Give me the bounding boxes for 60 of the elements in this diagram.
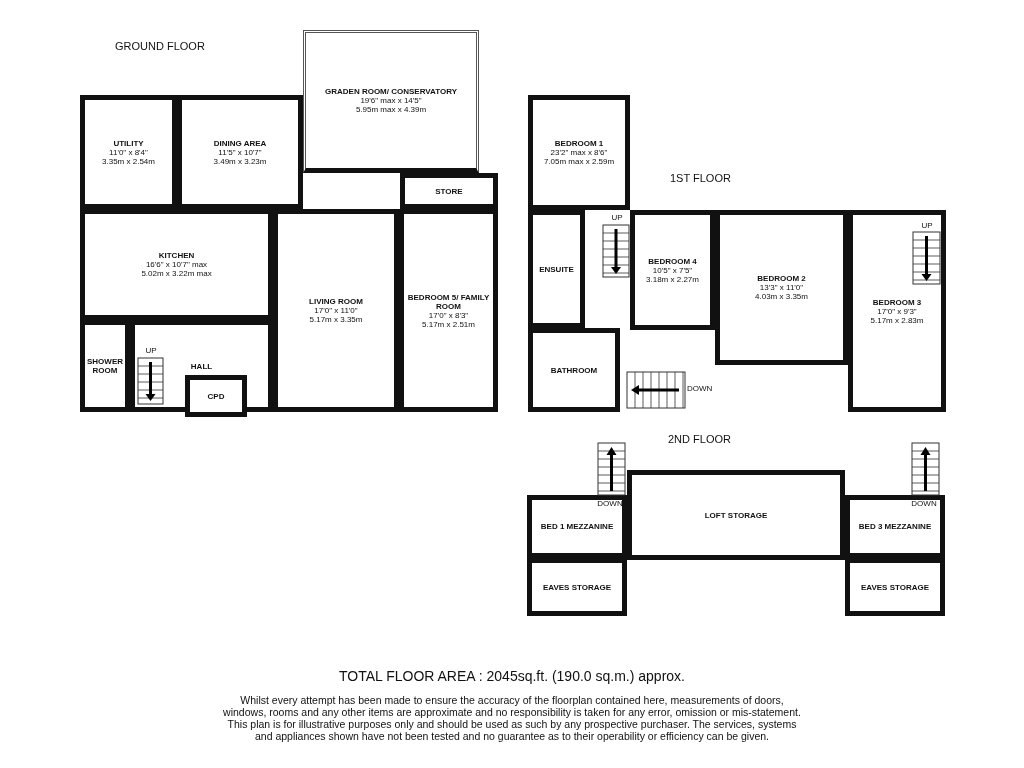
imperial-dimensions: 11'5" x 10'7" — [218, 147, 262, 157]
imperial-dimensions: 17'0" x 9'3" — [877, 306, 917, 316]
imperial-dimensions: 17'0" x 8'3" — [428, 310, 469, 320]
stair-direction: DOWN — [596, 499, 624, 509]
metric-dimensions: 3.49m x 3.23m — [213, 156, 267, 166]
imperial-dimensions: 16'6" x 10'7" max — [145, 260, 208, 269]
imperial-dimensions: 10'5" x 7'5" — [652, 265, 693, 275]
stair-direction: DOWN — [687, 384, 714, 394]
room-name: BEDROOM 1 — [554, 139, 604, 148]
room-name: LIVING ROOM — [309, 297, 363, 306]
metric-dimensions: 5.17m x 3.35m — [309, 315, 363, 324]
floor-heading: GROUND FLOOR — [115, 40, 206, 53]
room-outline — [185, 375, 247, 417]
room-name: BEDROOM 4 — [648, 256, 697, 266]
room-name: KITCHEN — [158, 251, 195, 260]
room-outline — [630, 210, 715, 330]
room-outline — [845, 558, 945, 616]
room-outline — [528, 95, 630, 210]
room-outline — [848, 210, 946, 412]
room-name: DINING AREA — [213, 138, 267, 148]
room-name: LOFT STORAGE — [704, 510, 768, 520]
imperial-dimensions: 17'0" x 11'0" — [314, 306, 358, 315]
room-name: STORE — [435, 186, 463, 196]
room-name: EAVES STORAGE — [860, 582, 930, 592]
room-name: ENSUITE — [539, 264, 574, 274]
room-name: HALL — [190, 361, 213, 371]
imperial-dimensions: 19'6" max x 14'5" — [360, 96, 422, 105]
room-name: CPD — [207, 391, 225, 401]
room-name: BEDROOM 3 — [872, 297, 922, 307]
room-name: GRADEN ROOM/ CONSERVATORY — [325, 87, 457, 96]
total-area-caption: TOTAL FLOOR AREA : 2045sq.ft. (190.0 sq.m.) approx. — [338, 668, 686, 684]
room-outline — [303, 30, 479, 173]
stair-direction: DOWN — [910, 499, 938, 509]
metric-dimensions: 3.35m x 2.54m — [102, 156, 155, 166]
metric-dimensions: 5.17m x 2.51m — [422, 319, 475, 329]
floor-heading: 2ND FLOOR — [668, 433, 732, 446]
imperial-dimensions: 13'3" x 11'0" — [759, 283, 804, 292]
imperial-dimensions: 11'0" x 8'4" — [109, 147, 148, 157]
room-name: SHOWER ROOM — [86, 357, 124, 375]
room-name: EAVES STORAGE — [542, 582, 612, 592]
stair-direction: UP — [920, 221, 934, 231]
room-name: BATHROOM — [550, 365, 598, 375]
room-name: BEDROOM 2 — [757, 274, 806, 283]
disclaimer-text: Whilst every attempt has been made to ensure the accuracy of the floorplan contained here, measurements of doors, windows, rooms and any other items are approximate and no responsibility is taken for any error, omission or mis-statement. This plan is for illustrative purposes only and should be used as such by any prospective purchaser. The services, systems and appliances shown have not been tested and no guarantee as to their operability or efficiency can be given. — [222, 694, 802, 743]
metric-dimensions: 5.95m max x 4.39m — [355, 105, 427, 114]
metric-dimensions: 3.18m x 2.27m — [646, 274, 699, 284]
room-name: UTILITY — [113, 138, 144, 148]
stair-direction: UP — [610, 213, 624, 223]
metric-dimensions: 7.05m max x 2.59m — [543, 157, 615, 166]
room-outline — [527, 558, 627, 616]
stair-direction: UP — [144, 346, 158, 356]
room-outline — [528, 328, 620, 412]
metric-dimensions: 4.03m x 3.35m — [755, 292, 808, 301]
metric-dimensions: 5.02m x 3.22m max — [141, 269, 212, 278]
room-name: BED 1 MEZZANINE — [540, 522, 614, 531]
floor-heading: 1ST FLOOR — [670, 172, 732, 185]
imperial-dimensions: 23'2" max x 8'6" — [550, 148, 608, 157]
metric-dimensions: 5.17m x 2.83m — [870, 315, 924, 325]
room-name: BEDROOM 5/ FAMILY ROOM — [406, 292, 491, 311]
room-name: BED 3 MEZZANINE — [858, 522, 932, 531]
